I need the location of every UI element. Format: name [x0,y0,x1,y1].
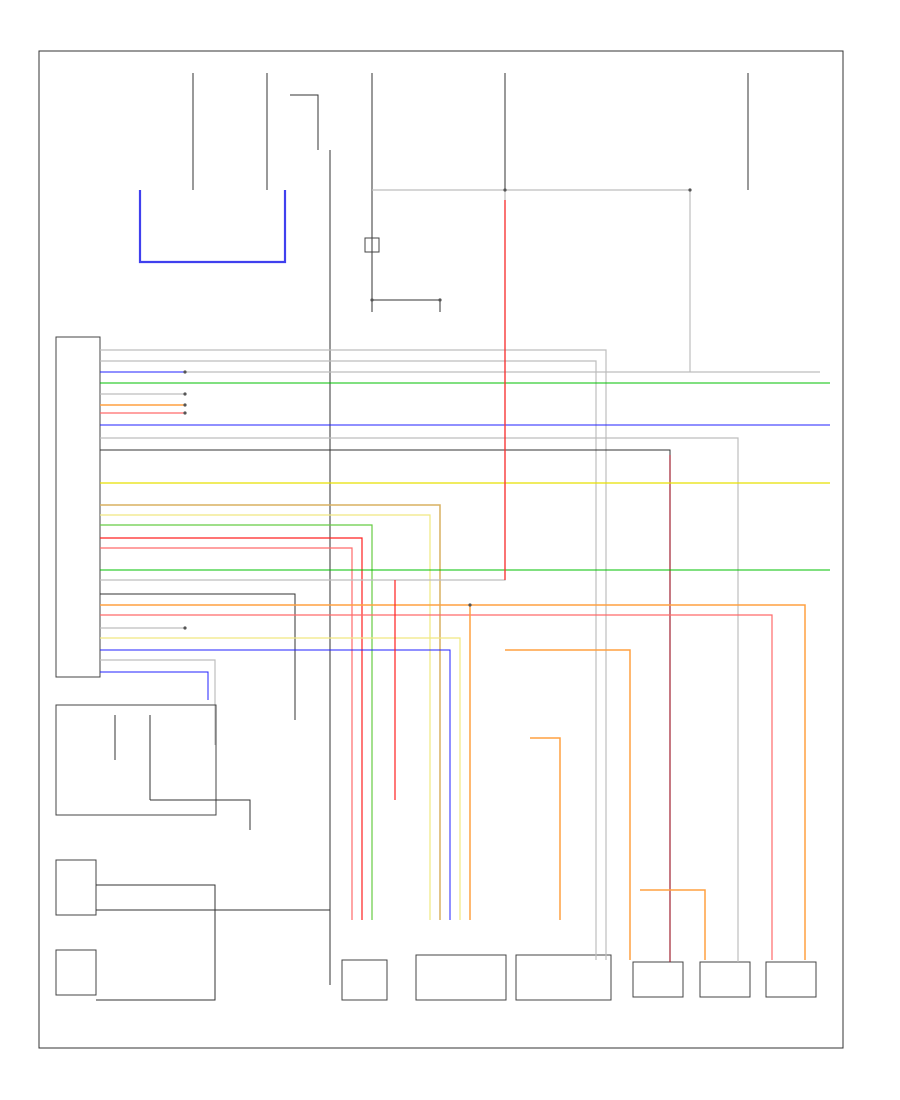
module-wires [100,190,830,960]
blue-loop-wire [138,190,287,264]
power-sources [192,73,749,985]
control-module [55,336,101,678]
diagram-frame [38,50,844,1049]
connectors [183,188,692,630]
lower-left-components [55,704,330,1001]
bottom-components [341,920,817,1001]
